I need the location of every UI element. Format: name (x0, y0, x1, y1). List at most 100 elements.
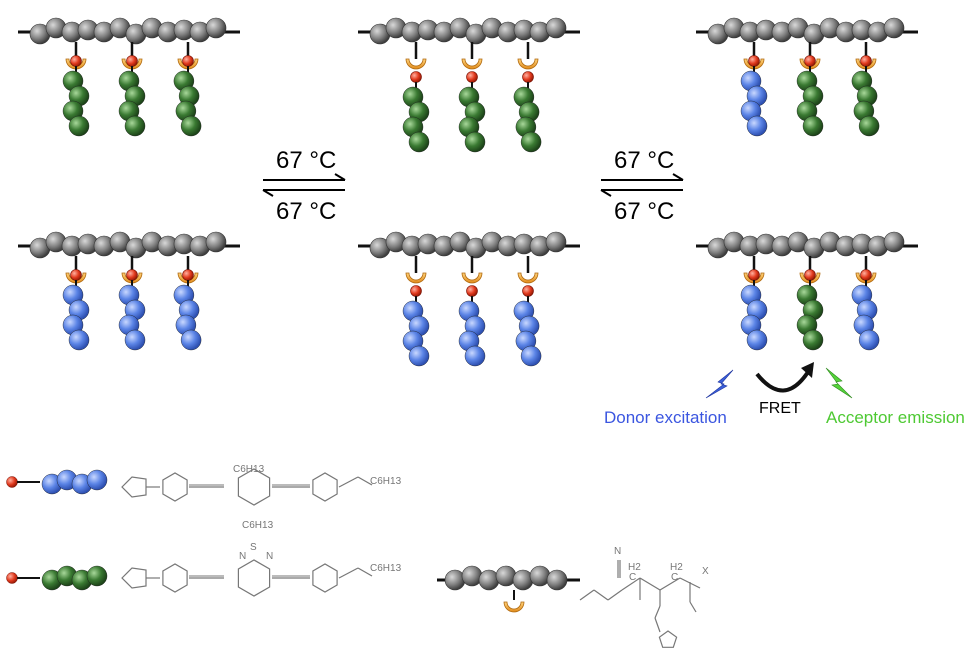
polymer-c-b: C (671, 572, 679, 583)
donor-bead (124, 329, 146, 351)
polymer-panel (18, 17, 240, 137)
acceptor-bead (858, 115, 880, 137)
maleimide-anchor (466, 71, 478, 83)
furan-cup (405, 272, 427, 284)
donor-bead (86, 469, 108, 491)
polymer-panel (696, 231, 918, 351)
bond (654, 605, 661, 619)
furan-cup (517, 272, 539, 284)
donor-bead (180, 329, 202, 351)
maleimide-anchor (70, 55, 82, 67)
backbone-bead (205, 17, 227, 39)
arrow-left-top-label: 67 °C (276, 147, 337, 174)
donor-excitation-label: Donor excitation (604, 408, 727, 427)
donor-bead (408, 345, 430, 367)
backbone-bead (883, 17, 905, 39)
maleimide-anchor (410, 285, 422, 297)
arrow-left-bottom-label: 67 °C (276, 198, 337, 225)
bond (607, 589, 623, 601)
backbone-bead (478, 569, 500, 591)
maleimide-anchor (522, 71, 534, 83)
equilibrium-arrow (262, 173, 346, 197)
backbone-bead (545, 17, 567, 39)
bond (654, 617, 661, 633)
ether-bond (338, 567, 359, 579)
phenyl-ring (312, 563, 338, 593)
backbone-bead (205, 231, 227, 253)
maleimide-anchor (804, 269, 816, 281)
donor-bead (746, 115, 768, 137)
donor-hexyl-top: C6H13 (233, 464, 265, 475)
donor-bead (464, 345, 486, 367)
phenyl-ring (162, 563, 188, 593)
maleimide-anchor (6, 572, 18, 584)
furan-cup (503, 601, 525, 613)
polymer-panel (358, 17, 580, 153)
maleimide-anchor (70, 269, 82, 281)
polymer-h2-a: H2 (628, 562, 641, 573)
maleimide-anchor (410, 71, 422, 83)
donor-structure (121, 468, 373, 506)
acceptor-emission-label: Acceptor emission (826, 408, 965, 427)
acceptor-nitrogen-right: N (266, 551, 274, 562)
phenyl-ring (312, 472, 338, 502)
arrow-right-bottom-label: 67 °C (614, 198, 675, 225)
furan-ring (658, 630, 678, 648)
donor-bead (858, 329, 880, 351)
donor-bead (746, 329, 768, 351)
bond (579, 589, 595, 601)
maleimide-ring (121, 567, 147, 589)
maleimide-anchor (466, 285, 478, 297)
backbone-bead (883, 231, 905, 253)
maleimide-anchor (126, 55, 138, 67)
acceptor-bead (408, 131, 430, 153)
maleimide-anchor (860, 269, 872, 281)
backbone-bead (529, 565, 551, 587)
furan-cup (517, 58, 539, 70)
maleimide-anchor (182, 55, 194, 67)
phenyl-ring (162, 472, 188, 502)
backbone-bead (461, 565, 483, 587)
bond (659, 577, 681, 591)
legend-acceptor-dye (6, 565, 108, 591)
backbone-bead (512, 569, 534, 591)
maleimide-anchor (748, 55, 760, 67)
polymer-c-a: C (629, 572, 637, 583)
fret-label: FRET (759, 400, 801, 417)
polymer-end-x: X (702, 566, 709, 577)
furan-cup (405, 58, 427, 70)
acceptor-bead (68, 115, 90, 137)
backbone-bead (545, 231, 567, 253)
acceptor-bead (86, 565, 108, 587)
fret-arrow-head (801, 362, 814, 378)
donor-hexyl-bottom: C6H13 (242, 520, 274, 531)
acceptor-nitrogen-left: N (239, 551, 247, 562)
bond (593, 589, 609, 601)
ether-bond (357, 567, 373, 577)
polymer-nitrile-n: N (614, 546, 622, 557)
acceptor-bead (124, 115, 146, 137)
backbone-bead (546, 569, 568, 591)
maleimide-anchor (182, 269, 194, 281)
furan-cup (461, 58, 483, 70)
donor-lightning-icon (705, 369, 734, 399)
acceptor-bead (802, 329, 824, 351)
polymer-panel (358, 231, 580, 367)
legend-donor-dye (6, 469, 108, 495)
furan-cup (461, 272, 483, 284)
polymer-panel (696, 17, 918, 137)
polymer-structure (579, 560, 701, 648)
acceptor-bead (464, 131, 486, 153)
maleimide-anchor (860, 55, 872, 67)
acceptor-lightning-icon (825, 367, 853, 399)
maleimide-anchor (522, 285, 534, 297)
acceptor-bead (520, 131, 542, 153)
maleimide-ring (121, 476, 147, 498)
polymer-legend (437, 565, 580, 613)
polymer-panel (18, 231, 240, 351)
bond (689, 601, 697, 613)
donor-hexyl-right: C6H13 (370, 476, 402, 487)
forward-arrow-head (334, 173, 346, 181)
acceptor-bead (180, 115, 202, 137)
